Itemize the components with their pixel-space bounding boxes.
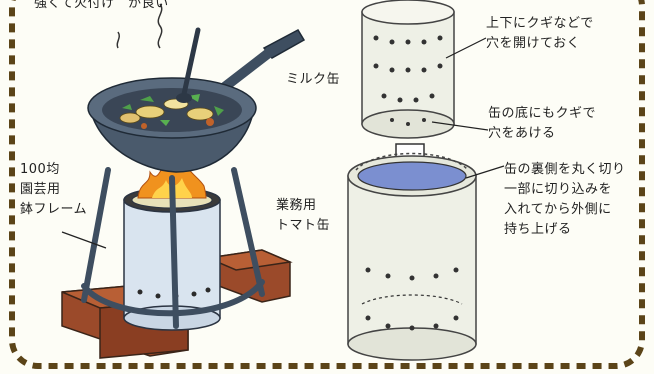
perforated-milk-can-icon	[361, 0, 455, 139]
milk-can-label: ミルク缶	[286, 72, 341, 87]
holes-bottom-leader-line	[431, 121, 489, 131]
holes-top-label: 上下にクギなどで 穴を開けておく	[486, 16, 594, 51]
lid-cut-label: 缶の裏側を丸く切り 一部に切り込みを 入れてから外側に 持ち上げる	[504, 162, 626, 237]
steam-icon	[116, 3, 163, 49]
holes-top-leader-line	[445, 37, 487, 59]
wok-with-stir-fry-icon	[87, 27, 306, 173]
lid-cut-leader-line	[465, 165, 505, 179]
garden-pot-frame-icon	[81, 167, 265, 329]
frame-leader-line	[61, 231, 107, 249]
tomato-can-label: 業務用 トマト缶	[276, 198, 331, 233]
holes-bottom-label: 缶の底にもクギで 穴をあける	[488, 106, 597, 141]
dashed-frame	[9, 0, 645, 369]
top-cut-label: 強くて火付け が良い	[34, 0, 169, 11]
open-tomato-can-icon	[347, 152, 477, 361]
frame-label: 100均 園芸用 鉢フレーム	[20, 162, 88, 217]
